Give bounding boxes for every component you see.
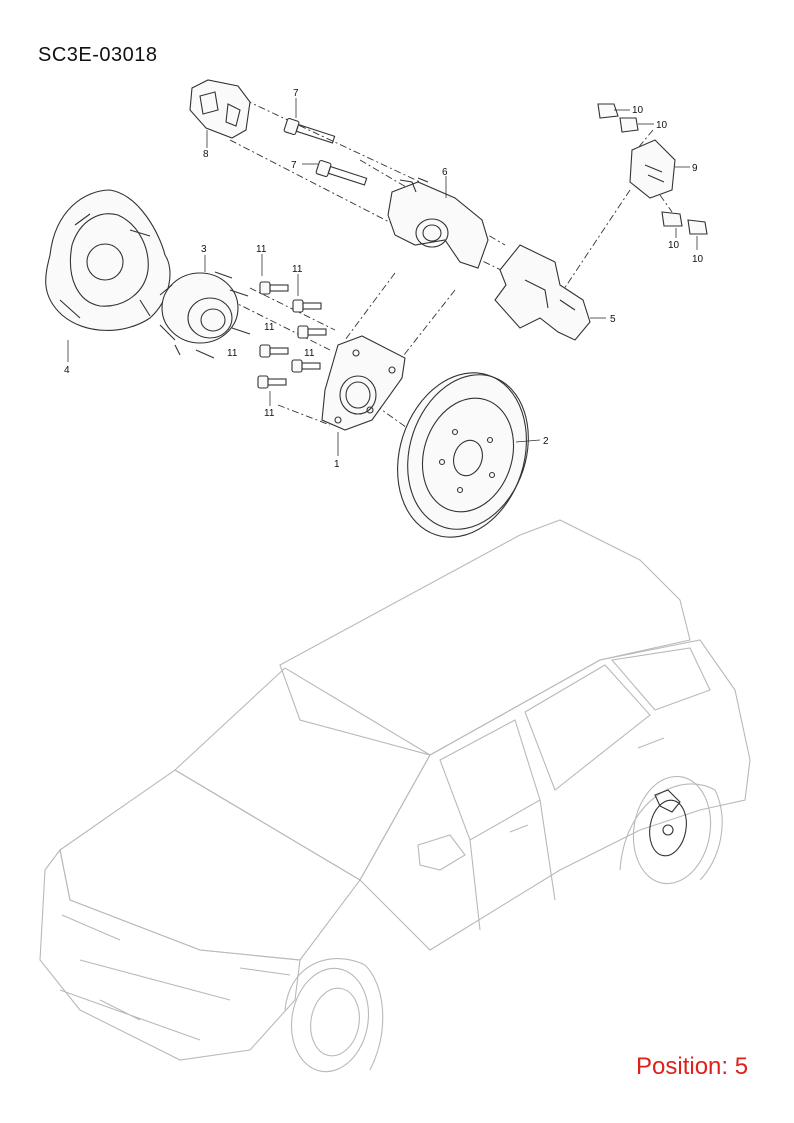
callout-4: 4 [64,365,70,376]
callout-5: 5 [610,314,616,325]
callout-labels: 1 2 3 4 5 6 7 7 8 9 10 10 10 10 11 11 11… [64,88,704,470]
callout-10-a: 10 [632,105,644,116]
brake-disc [397,372,541,538]
guide-pins [283,98,368,186]
callout-9: 9 [692,163,698,174]
hub-bearing [159,255,251,359]
dust-shield [45,189,171,362]
bolts [257,254,327,406]
callout-11-e: 11 [304,348,315,359]
callout-11-f: 11 [264,408,275,419]
backing-plate [321,335,406,456]
callout-10-d: 10 [692,254,704,265]
callout-11-b: 11 [292,264,303,275]
callout-10-b: 10 [656,120,668,131]
caliper-bracket [494,244,606,341]
callout-11-c: 11 [264,322,275,333]
callout-3: 3 [201,244,207,255]
document-code: SC3E-03018 [38,44,158,66]
parking-brake-actuator [189,79,251,148]
sensor-assembly [597,103,708,250]
callout-1: 1 [334,459,340,470]
brake-caliper [387,176,489,269]
callout-8: 8 [203,149,209,160]
callout-11-a: 11 [256,244,267,255]
callout-2: 2 [543,436,549,447]
callout-6: 6 [442,167,448,178]
callout-10-c: 10 [668,240,680,251]
position-label: Position: 5 [636,1053,749,1080]
callout-7-lower: 7 [291,160,297,171]
vehicle-outline [39,519,751,1073]
callout-7-upper: 7 [293,88,299,99]
callout-11-d: 11 [227,348,238,359]
